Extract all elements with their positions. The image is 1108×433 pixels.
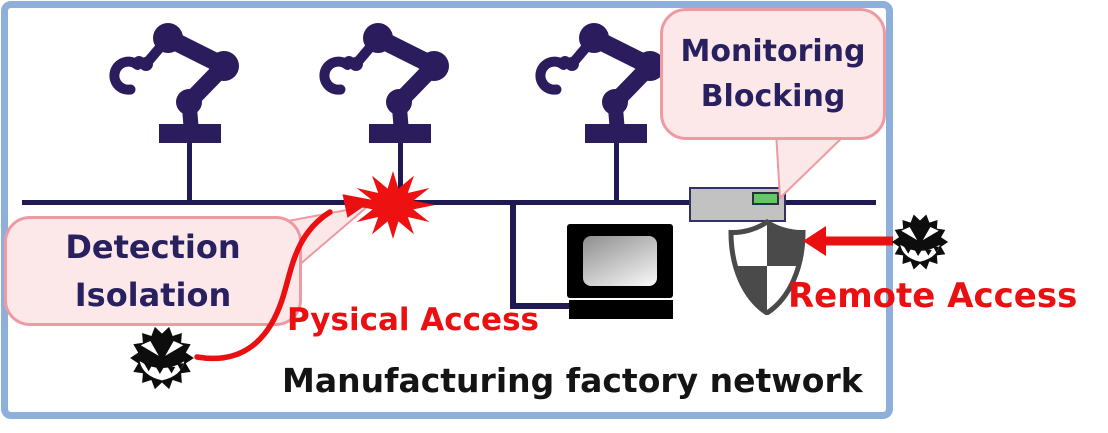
diagram-caption: Manufacturing factory network xyxy=(282,361,863,400)
detection-callout-line1: Detection xyxy=(65,228,241,266)
detection-callout-line2: Isolation xyxy=(74,276,232,314)
monitoring-callout-line2: Blocking xyxy=(700,79,846,114)
monitoring-callout: Monitoring Blocking xyxy=(660,8,886,140)
monitor-screen xyxy=(583,236,657,286)
remote-access-label: Remote Access xyxy=(788,276,1078,316)
malware-icon-remote xyxy=(891,214,949,270)
workstation-keyboard-icon xyxy=(569,300,673,319)
network-appliance-icon xyxy=(689,187,786,222)
detection-callout: Detection Isolation xyxy=(4,216,302,326)
appliance-led-icon xyxy=(752,192,779,205)
monitoring-callout-line1: Monitoring xyxy=(680,34,866,69)
workstation-monitor-icon xyxy=(567,224,673,298)
physical-access-label: Pysical Access xyxy=(287,302,539,338)
